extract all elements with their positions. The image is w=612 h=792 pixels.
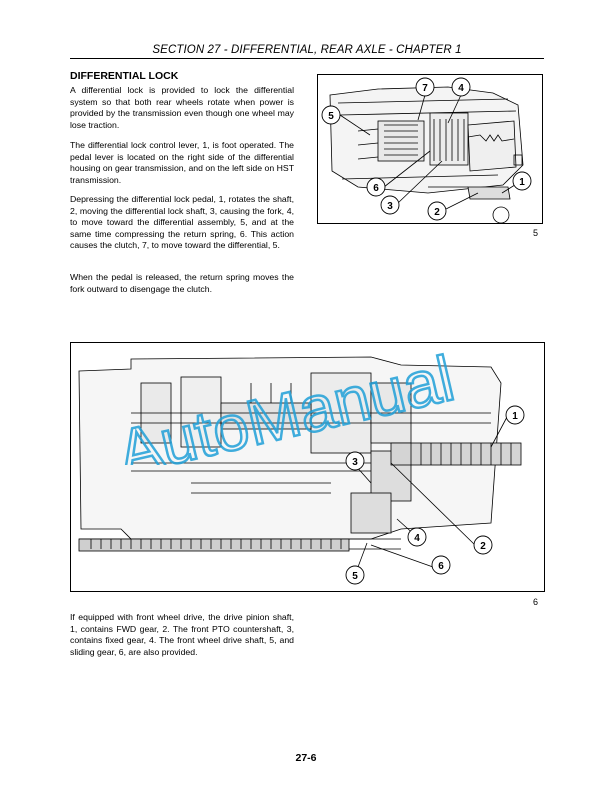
fig5-callout-5: 5 xyxy=(328,111,334,122)
fig5-callout-6: 6 xyxy=(373,183,379,194)
fig6-callout-3: 3 xyxy=(352,457,358,468)
fig6-callout-2: 2 xyxy=(480,541,486,552)
header-rule xyxy=(70,58,544,59)
paragraph-intro: A differential lock is provided to lock … xyxy=(70,85,294,130)
page-number: 27-6 xyxy=(295,752,317,764)
figure-5-number: 5 xyxy=(533,228,539,238)
fig5-callout-7: 7 xyxy=(422,83,428,94)
paragraph-operation: Depressing the differential lock pedal, … xyxy=(70,194,294,251)
section-title: SECTION 27 - DIFFERENTIAL, REAR AXLE - C… xyxy=(152,44,462,56)
fig5-callout-3: 3 xyxy=(387,201,393,212)
figure-6-transmission-diagram: 1 3 4 2 5 6 xyxy=(70,342,545,592)
fig6-callout-5: 5 xyxy=(352,571,358,582)
fig6-callout-6: 6 xyxy=(438,561,444,572)
paragraph-front-wheel-drive: If equipped with front wheel drive, the … xyxy=(70,612,294,657)
paragraph-control-lever: The differential lock control lever, 1, … xyxy=(70,140,294,185)
paragraph-release: When the pedal is released, the return s… xyxy=(70,272,294,294)
figure-5-differential-lock-diagram: 7 4 5 6 3 2 1 xyxy=(317,74,543,224)
figure-6-svg: 1 3 4 2 5 6 xyxy=(78,356,525,585)
fig6-callout-4: 4 xyxy=(414,533,420,544)
fig5-callout-4: 4 xyxy=(458,83,464,94)
figure-5-svg: 7 4 5 6 3 2 1 xyxy=(321,77,532,223)
fig5-callout-2: 2 xyxy=(434,207,440,218)
figure-6-number: 6 xyxy=(533,597,539,607)
fig6-callout-1: 1 xyxy=(512,411,518,422)
sub-heading-differential-lock: DIFFERENTIAL LOCK xyxy=(70,70,179,82)
fig5-callout-1: 1 xyxy=(519,177,525,188)
